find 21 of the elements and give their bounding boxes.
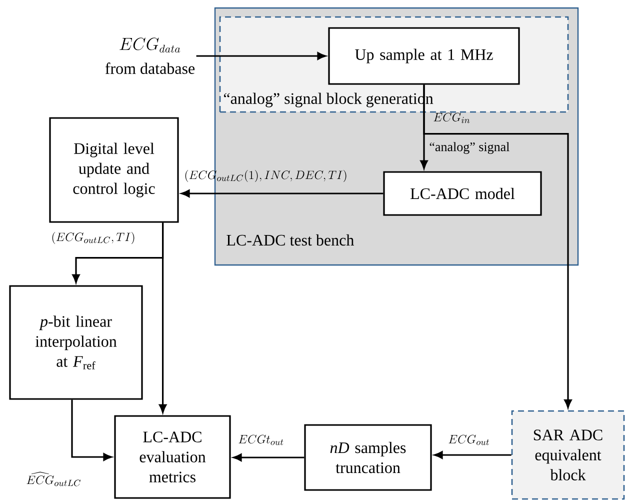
arrow [423,84,572,408]
edge-label: $ECGt_{out}$ [238,434,284,446]
edge-label: $ECG_{out}$ [448,434,489,446]
arrow [158,222,167,413]
edge-label: $(ECG_{outLC}, TI)$ [52,232,134,244]
process-box: nD samples truncation [304,424,432,491]
process-box: Up sample at 1 MHz [328,27,520,85]
source-label: $ECG_{data}$ from database [105,38,195,74]
arrow [434,451,512,459]
process-box: p-bit linear interpolation at F$_{ref}$ [9,285,143,400]
arrow [196,52,326,60]
process-box: Digital level update and control logic [49,117,179,223]
process-box: LC-ADC model [383,171,542,216]
dashed-block: SAR ADC equivalent block [511,410,625,500]
process-box: LC-ADC evaluation metrics [114,415,231,499]
arrow [233,454,304,462]
edge-label: $\text{“analog” signal}$ [430,142,510,154]
edge-label: $\widehat{ECG}_{outLC}$ [26,472,81,486]
edge-label: $ECG_{in}$ [434,112,470,124]
arrow [71,400,112,461]
arrow [181,190,384,198]
